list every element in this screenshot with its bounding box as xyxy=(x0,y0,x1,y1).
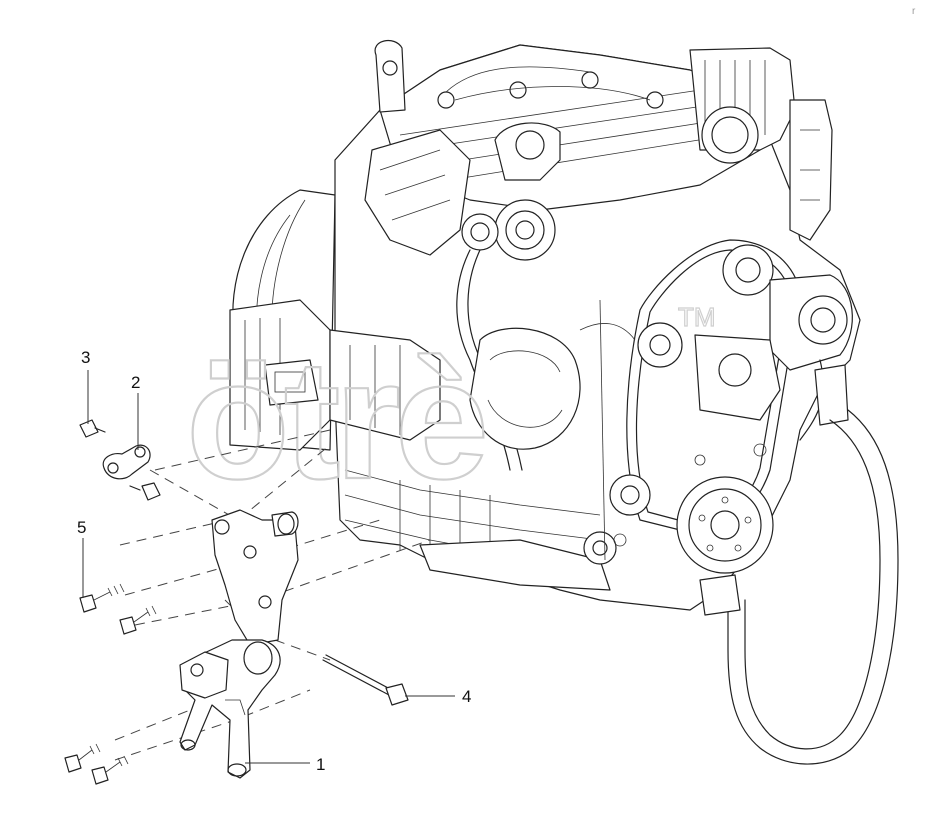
callout-4: 4 xyxy=(462,687,471,706)
callout-1: 1 xyxy=(316,755,325,774)
starter-motor xyxy=(229,299,441,451)
callout-labels: 3 2 5 4 1 xyxy=(77,348,471,774)
watermark-text: ötrè xyxy=(186,325,484,515)
corner-mark: r xyxy=(912,6,916,17)
watermark-logo: ötrè TM xyxy=(185,301,716,516)
callout-2: 2 xyxy=(131,373,140,392)
part-4-long-bolt[interactable] xyxy=(322,654,409,706)
leader-lines xyxy=(82,370,455,764)
watermark-trademark: TM xyxy=(678,302,716,332)
callout-5: 5 xyxy=(77,518,86,537)
part-2-link-plate[interactable] xyxy=(102,444,151,480)
callout-3: 3 xyxy=(81,348,90,367)
turbocharger xyxy=(364,122,561,471)
engine-assembly xyxy=(229,39,899,765)
part-5-bolts[interactable] xyxy=(64,583,157,785)
part-1-bracket[interactable] xyxy=(179,509,299,779)
belt-drive xyxy=(583,239,853,574)
